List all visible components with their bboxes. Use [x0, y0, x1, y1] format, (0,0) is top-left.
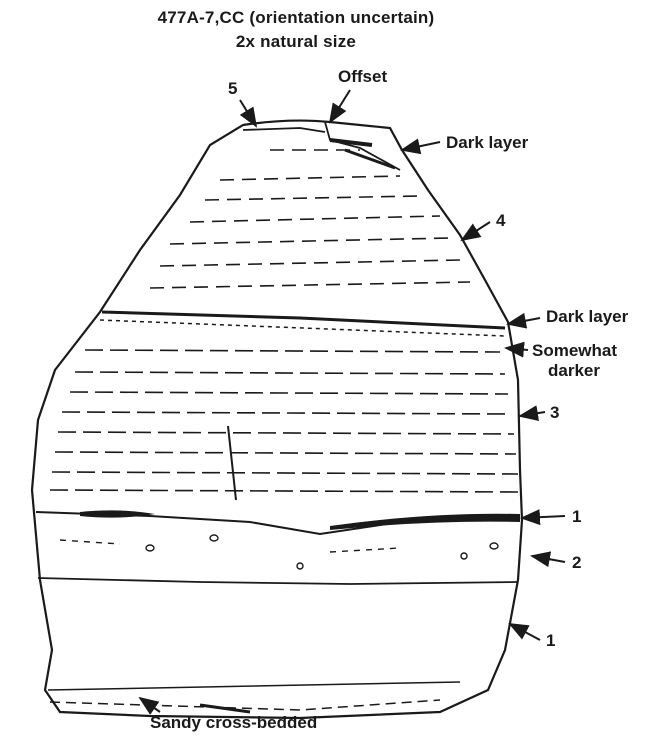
- laminations-zone-4: [150, 150, 470, 288]
- label-5: 5: [228, 79, 237, 98]
- label-1-lower: 1: [546, 631, 555, 650]
- dark-layer-mid: [102, 312, 505, 328]
- layer-1-lower-boundary: [38, 578, 518, 584]
- label-sandy: Sandy cross-bedded: [150, 713, 317, 732]
- top-offset-zone: [243, 122, 400, 170]
- label-2: 2: [572, 553, 581, 572]
- sandy-cross-bedded: [48, 682, 460, 712]
- label-somewhat-1: Somewhat: [532, 341, 617, 360]
- label-1-upper: 1: [572, 507, 581, 526]
- laminations-zone-3: [50, 350, 520, 492]
- label-dark-layer-top: Dark layer: [446, 133, 529, 152]
- vertical-crack: [228, 426, 236, 500]
- label-offset: Offset: [338, 67, 387, 86]
- label-3: 3: [550, 403, 559, 422]
- annotation-arrows: [140, 90, 565, 712]
- specimen-outline: [32, 121, 522, 718]
- layer-2-pebbles: [60, 535, 498, 569]
- label-4: 4: [496, 211, 506, 230]
- label-somewhat-2: darker: [548, 361, 600, 380]
- label-dark-layer-mid: Dark layer: [546, 307, 629, 326]
